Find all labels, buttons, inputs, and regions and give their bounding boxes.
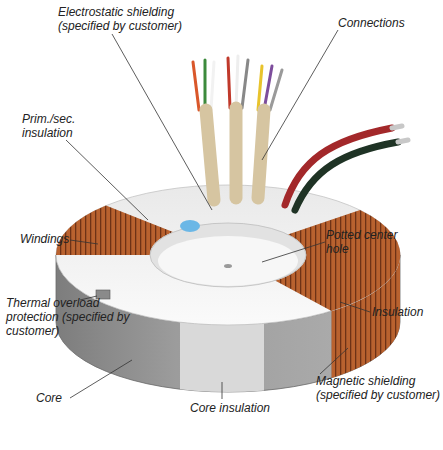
wire bbox=[242, 60, 248, 108]
sleeve bbox=[206, 110, 214, 200]
blue-dot bbox=[180, 220, 200, 232]
wire bbox=[258, 66, 262, 110]
leader-line bbox=[70, 360, 132, 398]
callout-label: Thermal overload protection (specified b… bbox=[6, 296, 134, 338]
callout-label: Potted center hole bbox=[326, 228, 406, 256]
callout-label: Core insulation bbox=[190, 401, 300, 415]
wire bbox=[193, 62, 199, 110]
leader-lines bbox=[66, 30, 370, 399]
wire bbox=[211, 62, 214, 110]
callout-label: Connections bbox=[338, 16, 438, 30]
callout-label: Magnetic shielding (specified by custome… bbox=[316, 374, 441, 402]
wire-tip bbox=[392, 126, 402, 128]
wire bbox=[270, 70, 282, 110]
leader-line bbox=[262, 242, 325, 262]
sleeve bbox=[230, 108, 243, 198]
leader-line bbox=[340, 302, 370, 312]
callout-label: Electrostatic shielding (specified by cu… bbox=[58, 5, 198, 33]
wire bbox=[236, 56, 238, 108]
callout-label: Insulation bbox=[372, 305, 442, 319]
leader-line bbox=[320, 348, 348, 374]
callout-label: Prim./sec. insulation bbox=[22, 112, 92, 140]
leader-line bbox=[262, 30, 338, 160]
leader-line bbox=[222, 382, 223, 399]
leader-line bbox=[66, 140, 148, 220]
callout-label: Windings bbox=[20, 232, 90, 246]
center-hole bbox=[150, 223, 306, 287]
mount-hole bbox=[224, 264, 232, 268]
potting bbox=[158, 236, 298, 286]
leader-line bbox=[70, 240, 98, 244]
wire bbox=[228, 58, 230, 108]
wire-tip bbox=[398, 140, 408, 142]
sleeve bbox=[258, 110, 264, 198]
callout-label: Core bbox=[36, 391, 76, 405]
wires bbox=[193, 56, 408, 210]
wire bbox=[204, 60, 207, 110]
leader-line bbox=[112, 34, 212, 210]
wire bbox=[295, 142, 398, 210]
